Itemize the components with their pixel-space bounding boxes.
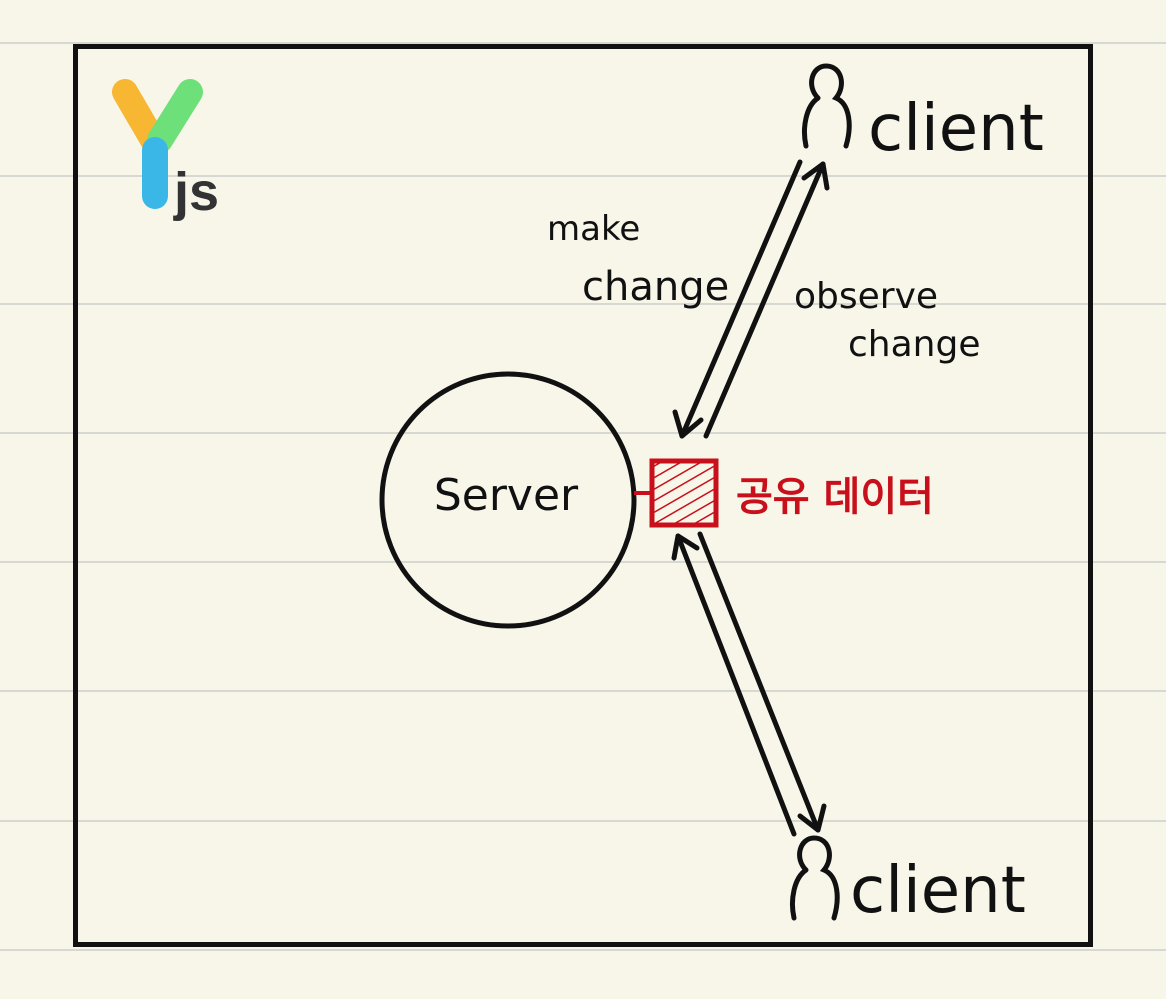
client-bottom: client (790, 835, 1026, 928)
client-top-label: client (868, 92, 1044, 166)
ruled-line (0, 949, 1166, 951)
client-bottom-label: client (850, 854, 1026, 928)
ruled-line (0, 690, 1166, 692)
ruled-line (0, 303, 1166, 305)
ruled-line (0, 175, 1166, 177)
server-label: Server (434, 470, 579, 521)
arrow-to-client-bottom (697, 531, 827, 833)
ruled-line (0, 42, 1166, 44)
ruled-line (0, 561, 1166, 563)
logo-text: js (173, 162, 219, 222)
diagram-frame (73, 44, 1093, 947)
client-top: client (802, 63, 1044, 166)
make-change-label-line1: make (547, 209, 640, 249)
make-change-label-line2: change (582, 264, 729, 310)
arrow-to-shared-bottom (671, 533, 797, 837)
arrow-make-change-top (672, 159, 803, 439)
observe-change-label-line1: observe (794, 276, 938, 317)
yjs-logo: js (112, 79, 219, 222)
ruled-line (0, 432, 1166, 434)
user-icon (790, 835, 840, 921)
observe-change-label-line2: change (848, 324, 981, 365)
server-circle (379, 371, 637, 629)
user-icon (802, 63, 852, 149)
arrow-observe-change-top (703, 161, 830, 439)
ruled-line (0, 820, 1166, 822)
shared-data-label: 공유 데이터 (736, 474, 934, 520)
shared-data-box (649, 458, 719, 528)
